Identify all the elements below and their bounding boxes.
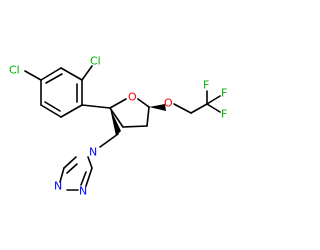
wedge-bond-ether bbox=[149, 104, 166, 111]
bond-aryl-c2 bbox=[81, 104, 111, 109]
bond-cl-left bbox=[24, 70, 42, 81]
molecule-structure: Cl Cl O O F F F N N N bbox=[9, 55, 227, 198]
atom-cl-top: Cl bbox=[90, 55, 101, 68]
atom-f-right-bottom: F bbox=[221, 108, 227, 121]
wedge-bond-ch2 bbox=[110, 108, 121, 136]
thf-ring bbox=[109, 98, 150, 128]
bond-cf3-f3 bbox=[206, 103, 221, 113]
bond-ch2-cf3 bbox=[190, 103, 208, 114]
atom-cl-left: Cl bbox=[9, 64, 20, 77]
bond-ether-ch2 bbox=[173, 103, 192, 114]
bond-ch2-n1 bbox=[99, 133, 119, 148]
atom-n4: N bbox=[79, 185, 87, 198]
atom-o-ether: O bbox=[164, 97, 173, 110]
atom-f-top: F bbox=[203, 79, 209, 92]
bond-cl-top bbox=[81, 65, 93, 81]
phenyl-ring bbox=[40, 67, 83, 118]
atom-n2: N bbox=[54, 180, 62, 193]
atom-n1: N bbox=[89, 146, 97, 159]
triazole-ring bbox=[59, 156, 93, 191]
atom-f-right-top: F bbox=[221, 87, 227, 100]
bond-cf3-f2 bbox=[206, 95, 221, 105]
atom-o-ring: O bbox=[128, 91, 137, 104]
